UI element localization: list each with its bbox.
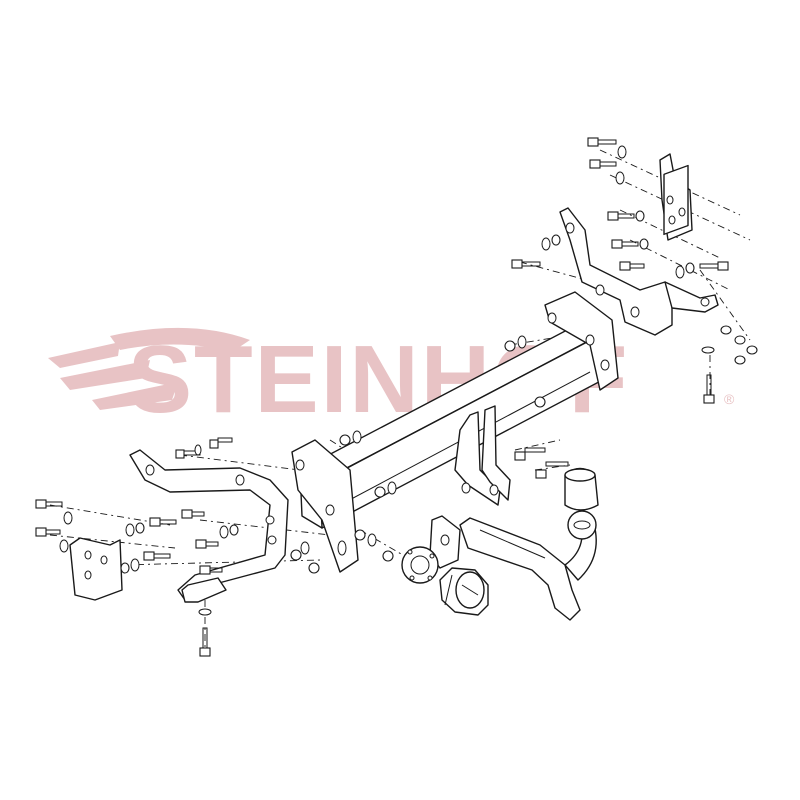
socket-plate bbox=[429, 515, 461, 569]
nut-icon bbox=[746, 345, 758, 355]
washer-icon bbox=[130, 558, 140, 572]
washer-icon bbox=[615, 171, 625, 185]
bolt-icon bbox=[535, 461, 569, 479]
washer-icon bbox=[734, 335, 746, 345]
bolt-icon bbox=[619, 261, 645, 271]
bolt-icon bbox=[209, 437, 233, 449]
bolt-icon bbox=[199, 565, 223, 575]
washer-icon bbox=[367, 533, 377, 547]
washer-icon bbox=[63, 511, 73, 525]
nut-icon bbox=[551, 234, 561, 246]
bolt-icon bbox=[181, 509, 205, 519]
nut-icon bbox=[635, 210, 645, 222]
nut-icon bbox=[720, 325, 732, 335]
washer-icon bbox=[300, 541, 310, 555]
right-beam-plate bbox=[544, 291, 619, 391]
bolt-icon bbox=[35, 499, 63, 509]
washer-icon bbox=[125, 523, 135, 537]
nut-icon bbox=[339, 434, 351, 446]
nut-icon bbox=[229, 524, 239, 536]
center-hanger-brackets bbox=[454, 405, 511, 506]
socket-gasket bbox=[401, 546, 439, 584]
tow-ball bbox=[567, 510, 597, 540]
bolt-icon bbox=[699, 261, 729, 271]
washer-icon bbox=[387, 481, 397, 495]
bolt-icon bbox=[703, 374, 715, 404]
bolt-icon bbox=[143, 551, 171, 561]
fasteners bbox=[35, 137, 758, 657]
bolt-icon bbox=[589, 159, 617, 169]
nut-icon bbox=[382, 550, 394, 562]
brand-watermark: STEINHOF ® bbox=[48, 326, 735, 433]
left-lower-bracket bbox=[129, 449, 289, 603]
nut-icon bbox=[504, 340, 516, 352]
tow-ball-cover bbox=[564, 467, 599, 511]
washer-icon bbox=[517, 335, 527, 349]
nut-icon bbox=[120, 562, 130, 574]
washer-icon bbox=[198, 608, 212, 616]
washer-icon bbox=[701, 346, 715, 354]
left-beam-plate bbox=[291, 439, 359, 573]
nut-icon bbox=[534, 396, 546, 408]
brand-logo-swoosh-icon bbox=[48, 327, 250, 410]
washer-icon bbox=[675, 265, 685, 279]
bolt-icon bbox=[149, 517, 177, 527]
washer-icon bbox=[352, 430, 362, 444]
nut-icon bbox=[290, 549, 302, 561]
right-upper-bracket bbox=[559, 207, 719, 336]
left-outer-plate bbox=[69, 537, 123, 601]
nut-icon bbox=[685, 262, 695, 274]
washer-icon bbox=[617, 145, 627, 159]
bolt-icon bbox=[195, 539, 219, 549]
nut-icon bbox=[135, 522, 145, 534]
nut-icon bbox=[639, 238, 649, 250]
bolt-icon bbox=[514, 447, 546, 461]
washer-icon bbox=[219, 525, 229, 539]
bolt-icon bbox=[587, 137, 617, 147]
washer-icon bbox=[194, 444, 202, 456]
washer-icon bbox=[59, 539, 69, 553]
right-top-plate bbox=[659, 153, 693, 241]
washer-icon bbox=[541, 237, 551, 251]
bolt-icon bbox=[607, 211, 635, 221]
electrical-socket bbox=[439, 567, 489, 616]
bolt-icon bbox=[511, 259, 541, 269]
bolt-icon bbox=[199, 627, 211, 657]
nut-icon bbox=[734, 355, 746, 365]
bolt-icon bbox=[35, 527, 61, 537]
nut-icon bbox=[354, 529, 366, 541]
brand-trademark: ® bbox=[724, 391, 735, 407]
bolt-icon bbox=[611, 239, 639, 249]
nut-icon bbox=[308, 562, 320, 574]
nut-icon bbox=[374, 486, 386, 498]
